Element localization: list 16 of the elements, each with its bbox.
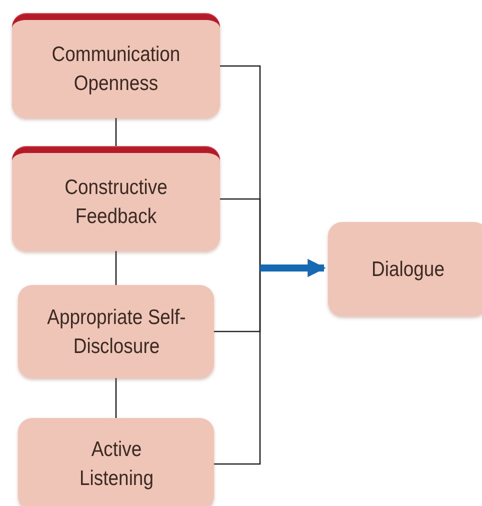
process-box [328,222,482,316]
connector-line [115,378,117,418]
connector-line [115,251,117,285]
connector-line [220,198,261,268]
process-box [12,14,220,118]
process-box [12,147,220,251]
node-label: Appropriate Self-Disclosure [46,304,186,360]
connector-line [115,118,117,147]
arrow [260,258,326,278]
node-label: Dialogue [370,256,446,282]
process-box [18,285,214,378]
node-label: Communication Openness [50,42,182,97]
node-label: Active Listening [78,437,154,492]
connector-line [214,268,261,465]
process-box [18,418,214,506]
node-label: Constructive Feedback [64,175,168,230]
